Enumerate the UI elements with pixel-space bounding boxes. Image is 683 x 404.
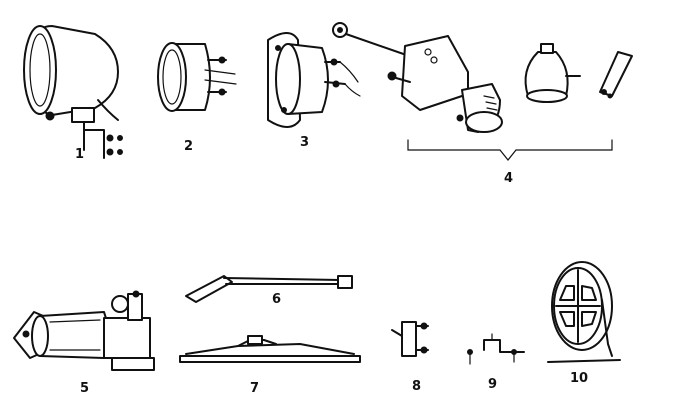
group-brace [407, 139, 613, 161]
switch-assembly-drawing [332, 22, 503, 133]
part-label-7: 7 [250, 381, 259, 396]
small-switch-drawing [391, 321, 429, 357]
headlamp-drawing [23, 25, 123, 159]
wiper-blade-drawing [179, 335, 361, 363]
part-label-10: 10 [570, 371, 588, 386]
part-label-9: 9 [488, 377, 497, 392]
gauge-drawing [157, 42, 237, 112]
small-bracket-drawing [467, 333, 525, 365]
part-label-3: 3 [300, 135, 309, 150]
part-label-8: 8 [412, 379, 421, 394]
part-label-1: 1 [75, 147, 84, 162]
part-label-5: 5 [80, 381, 89, 396]
flanged-lamp-drawing [267, 32, 361, 128]
part-label-6: 6 [272, 292, 281, 307]
wiper-motor-drawing [13, 290, 155, 371]
part-label-2: 2 [184, 139, 193, 154]
wiper-arm-drawing [185, 275, 353, 303]
cone-lamp-drawing [524, 43, 581, 103]
part-label-4: 4 [504, 171, 513, 186]
bulb-drawing [599, 51, 633, 99]
spotlight-drawing [547, 261, 621, 363]
